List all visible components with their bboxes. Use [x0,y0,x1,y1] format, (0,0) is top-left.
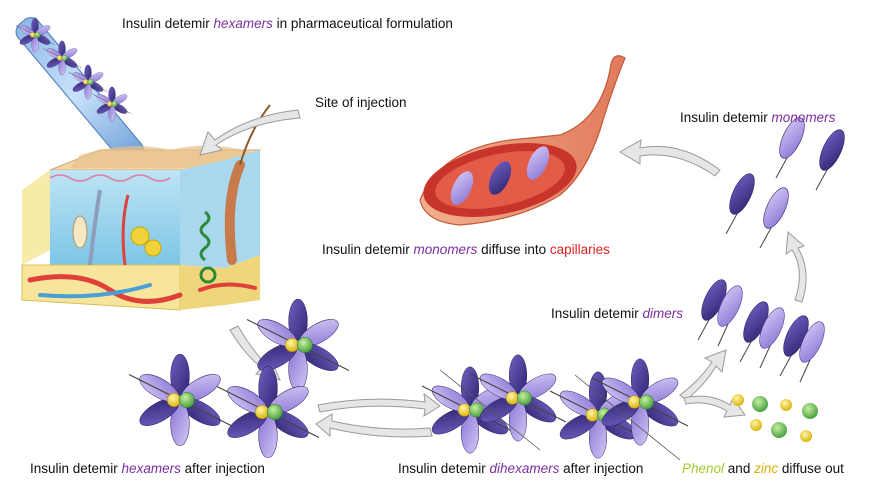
hexamer-flower [128,353,232,447]
label-monomers-pre: Insulin detemir [680,110,772,125]
label-zinc: zinc [754,461,779,476]
label-phenol: Phenol [682,461,725,476]
label-diffuse-out: diffuse out [778,461,844,476]
label-monomers-em: monomers [771,110,836,125]
insulin-dimer [739,301,785,369]
label-capillaries-em: monomers [413,242,478,257]
capillary-vessel [419,55,626,226]
hexamer-flower [42,40,82,76]
label-dihexamers-post: after injection [559,461,644,476]
label-formulation-em: hexamers [213,16,273,31]
label-hexamers-pre: Insulin detemir [30,461,122,476]
monomers [725,117,845,249]
label-capillaries: Insulin detemir monomers diffuse into ca… [322,242,610,258]
insulin-dimer [697,279,743,347]
hexamers-after-injection [128,298,350,459]
label-injection-site: Site of injection [315,95,407,110]
hexamer-flower [68,64,108,100]
label-dihexamers-pre: Insulin detemir [398,461,490,476]
label-capillaries-mid: diffuse into [477,242,550,257]
label-formulation-pre: Insulin detemir [122,16,214,31]
label-phenol-zinc: Phenol and zinc diffuse out [682,461,844,477]
hexamer-in-needle [15,17,132,122]
hexamer-flower [591,358,689,446]
phenol-zinc-particles [732,394,818,442]
label-dihexamers-em: dihexamers [489,461,560,476]
skin-cross-section [21,104,271,311]
label-hexamers-em: hexamers [121,461,181,476]
hexamer-flower [469,354,567,442]
insulin-monomer [775,117,805,179]
syringe-needle [15,17,152,176]
insulin-monomer [759,187,789,249]
label-formulation-post: in pharmaceutical formulation [272,16,453,31]
label-hexamers-after: Insulin detemir hexamers after injection [30,461,265,477]
label-dimers-em: dimers [642,306,684,321]
label-hexamers-post: after injection [180,461,265,476]
label-monomers: Insulin detemir monomers [680,110,835,126]
hexamer-flower [246,298,350,392]
label-dimers: Insulin detemir dimers [551,306,683,322]
label-formulation: Insulin detemir hexamers in pharmaceutic… [122,16,453,32]
hexamer-flower [216,365,320,459]
label-dimers-pre: Insulin detemir [551,306,643,321]
hexamer-flower [92,86,132,122]
dihexamers-after-injection [421,354,689,461]
hexamer-flower [15,17,55,53]
label-and: and [724,461,755,476]
insulin-dimer [779,315,825,383]
label-dihexamers-after: Insulin detemir dihexamers after injecti… [398,461,643,477]
label-capillaries-red: capillaries [549,242,610,257]
insulin-monomer [725,173,755,235]
dimers [697,279,825,383]
insulin-monomer [815,129,845,191]
label-capillaries-pre: Insulin detemir [322,242,414,257]
